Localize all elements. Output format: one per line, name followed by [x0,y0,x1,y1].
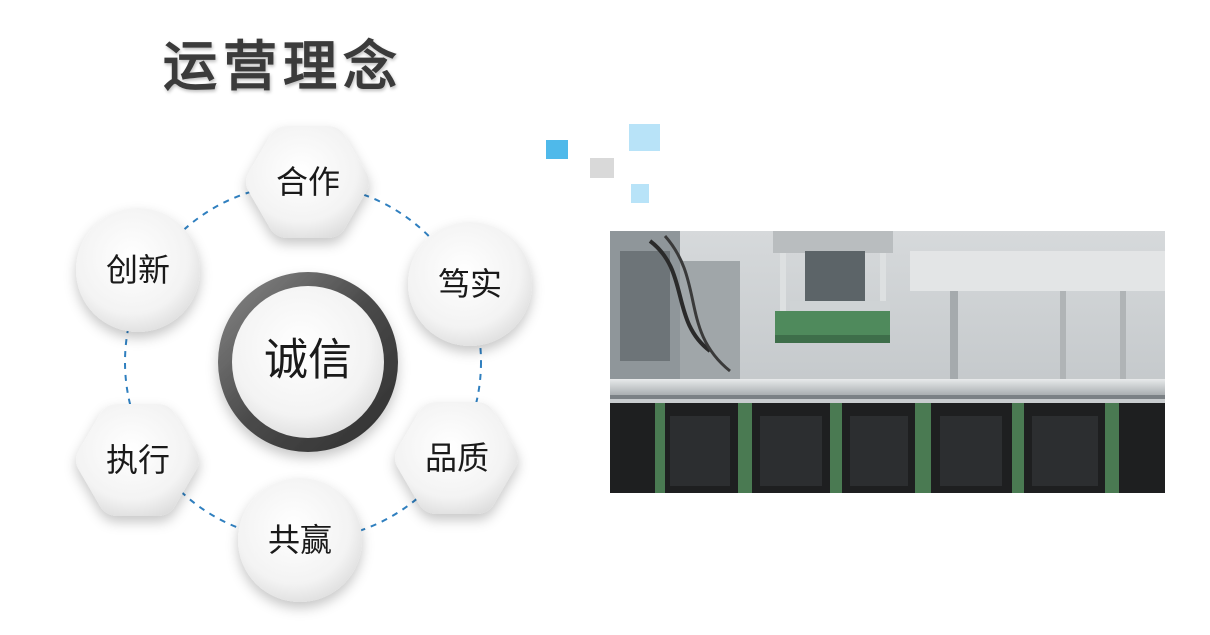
node-execution [76,404,199,516]
node-innovation [76,208,200,332]
node-label-solidity: 笃实 [438,265,502,303]
node-cooperation [246,126,369,238]
deco-square-light-blue-large [629,124,660,151]
node-solidity [408,222,532,346]
deco-square-light-blue-small [631,184,649,203]
industrial-machine-photo [610,231,1165,493]
node-label-cooperation: 合作 [276,163,340,201]
node-win-win [238,478,362,602]
node-label-innovation: 创新 [106,251,170,289]
deco-square-gray [590,158,614,178]
deco-square-blue [546,140,568,159]
node-label-win-win: 共赢 [268,521,332,559]
node-label-execution: 执行 [106,441,170,479]
center-node [218,272,398,452]
philosophy-diagram: 合作 笃实 品质 共赢 执行 创新 诚信 [76,126,532,602]
page-title: 运营理念 [163,35,403,98]
node-label-quality: 品质 [425,439,489,477]
node-quality [395,402,518,514]
center-label: 诚信 [264,335,352,386]
